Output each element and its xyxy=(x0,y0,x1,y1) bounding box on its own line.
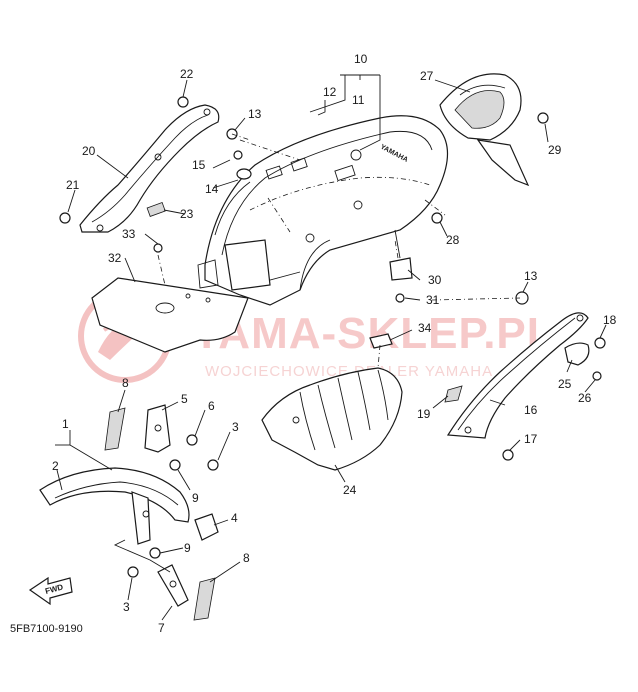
callout-13-lower: 13 xyxy=(524,269,538,283)
callout-2: 2 xyxy=(52,459,59,473)
callout-19: 19 xyxy=(417,407,431,421)
callout-8-upper: 8 xyxy=(122,376,129,390)
watermark: YAMA-SKLEP.PL WOJCIECHOWICE DEALER YAMAH… xyxy=(78,289,555,383)
watermark-main-text: YAMA-SKLEP.PL xyxy=(192,309,555,358)
callout-17: 17 xyxy=(524,432,538,446)
callout-9-lower: 9 xyxy=(184,541,191,555)
callout-9-upper: 9 xyxy=(192,491,199,505)
callout-11: 11 xyxy=(352,93,365,107)
front-fender-part xyxy=(39,467,190,545)
fasteners xyxy=(59,96,606,578)
tail-light-part xyxy=(439,73,530,187)
callout-20: 20 xyxy=(82,144,96,158)
callout-34: 34 xyxy=(418,321,432,335)
callout-31: 31 xyxy=(426,293,440,307)
diagram-code: 5FB7100-9190 xyxy=(10,623,83,635)
rear-fender-part: YAMAHA xyxy=(197,115,449,306)
callout-30: 30 xyxy=(428,273,442,287)
callout-32: 32 xyxy=(108,251,122,265)
callout-13-upper: 13 xyxy=(248,107,262,121)
callout-27: 27 xyxy=(420,69,434,83)
callout-14: 14 xyxy=(205,182,219,196)
callout-22: 22 xyxy=(180,67,194,81)
clip-4 xyxy=(194,513,219,541)
right-grab-bar-part xyxy=(446,312,589,439)
callout-15: 15 xyxy=(192,158,206,172)
reflector-8-lower xyxy=(193,577,216,621)
front-fender-bracket-5 xyxy=(144,404,171,453)
callout-6: 6 xyxy=(208,399,215,413)
watermark-sub-text: WOJCIECHOWICE DEALER YAMAHA xyxy=(205,363,493,380)
callout-7: 7 xyxy=(158,621,165,635)
callout-8-lower: 8 xyxy=(243,551,250,565)
callout-26: 26 xyxy=(578,391,592,405)
callout-28: 28 xyxy=(446,233,460,247)
reflector-8-upper xyxy=(104,407,126,451)
fwd-arrow-icon: FWD xyxy=(28,576,73,606)
callout-12: 12 xyxy=(323,85,337,99)
callouts: 10 12 11 22 13 20 15 14 21 23 33 32 27 2… xyxy=(52,52,617,635)
callout-24: 24 xyxy=(343,483,357,497)
left-grab-bar-part xyxy=(79,104,220,233)
flap-plate-part xyxy=(91,277,249,353)
callout-10: 10 xyxy=(354,52,368,66)
callout-33: 33 xyxy=(122,227,136,241)
front-fender-bracket-7 xyxy=(157,564,189,607)
leader-lines xyxy=(55,74,607,621)
callout-4: 4 xyxy=(231,511,238,525)
callout-16: 16 xyxy=(524,403,538,417)
callout-3-upper: 3 xyxy=(232,420,239,434)
callout-1: 1 xyxy=(62,417,69,431)
inner-fender-part xyxy=(261,367,403,471)
callout-18: 18 xyxy=(603,313,617,327)
callout-5: 5 xyxy=(181,392,188,406)
callout-29: 29 xyxy=(548,143,562,157)
callout-25: 25 xyxy=(558,377,572,391)
callout-3-lower: 3 xyxy=(123,600,130,614)
callout-21: 21 xyxy=(66,178,80,192)
callout-23: 23 xyxy=(180,207,194,221)
